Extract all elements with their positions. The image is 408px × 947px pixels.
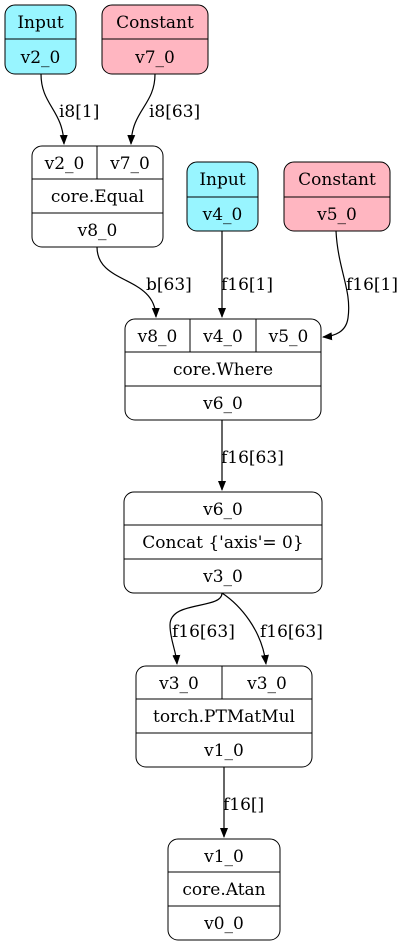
edge-label: i8[1] xyxy=(59,102,99,122)
edge-v7-to-equal xyxy=(127,73,156,145)
output-port-label: v0_0 xyxy=(203,914,244,934)
node-value: v2_0 xyxy=(20,48,61,68)
edge-label: f16[63] xyxy=(221,448,284,468)
output-port-label: v3_0 xyxy=(202,567,243,587)
op-node-where[interactable]: v8_0 v4_0 v5_0 core.Where v6_0 xyxy=(124,318,322,421)
op-node-matmul[interactable]: v3_0 v3_0 torch.PTMatMul v1_0 xyxy=(135,665,313,768)
input-port-label: v4_0 xyxy=(202,327,243,347)
input-port-label: v6_0 xyxy=(202,500,243,520)
op-node-where-box xyxy=(124,318,322,421)
edge-label: f16[] xyxy=(223,795,264,815)
output-port-label: v1_0 xyxy=(203,741,244,761)
edge-v2-to-equal xyxy=(40,73,68,145)
output-port-label: v6_0 xyxy=(202,394,243,414)
edge-concat-to-matmul-a xyxy=(169,592,223,665)
node-value: v5_0 xyxy=(316,205,357,225)
node-header: Constant xyxy=(116,13,194,33)
edge-v5-to-where xyxy=(322,230,350,341)
node-value: v7_0 xyxy=(134,48,175,68)
op-label: torch.PTMatMul xyxy=(153,707,295,727)
edge-label: f16[63] xyxy=(172,622,235,642)
output-port-label: v8_0 xyxy=(77,221,118,241)
input-port-label: v2_0 xyxy=(44,154,85,174)
input-port-label: v1_0 xyxy=(203,847,244,867)
node-value: v4_0 xyxy=(202,205,243,225)
constant-node-v5[interactable]: Constant v5_0 xyxy=(283,161,391,232)
edge-label: i8[63] xyxy=(149,102,200,122)
input-node-v4[interactable]: Input v4_0 xyxy=(186,161,259,232)
op-node-atan[interactable]: v1_0 core.Atan v0_0 xyxy=(167,838,281,941)
input-port-label: v3_0 xyxy=(246,674,287,694)
node-header: Input xyxy=(17,13,63,33)
edge-label: f16[1] xyxy=(221,275,273,295)
input-port-label: v8_0 xyxy=(137,327,178,347)
edge-label: b[63] xyxy=(146,275,192,295)
node-header: Constant xyxy=(298,170,376,190)
edge-equal-to-where xyxy=(96,246,160,318)
input-port-label: v3_0 xyxy=(158,674,199,694)
op-label: Concat {'axis'= 0} xyxy=(142,533,303,553)
op-label: core.Where xyxy=(173,360,273,380)
input-port-label: v7_0 xyxy=(109,154,150,174)
edge-label: f16[1] xyxy=(346,275,398,295)
op-label: core.Atan xyxy=(182,880,265,900)
op-node-atan-box xyxy=(167,838,281,941)
op-label: core.Equal xyxy=(51,187,144,207)
input-port-label: v5_0 xyxy=(268,327,309,347)
constant-node-v7[interactable]: Constant v7_0 xyxy=(101,4,209,75)
input-node-v2[interactable]: Input v2_0 xyxy=(4,4,77,75)
edge-concat-to-matmul-b xyxy=(221,592,269,665)
op-node-concat[interactable]: v6_0 Concat {'axis'= 0} v3_0 xyxy=(123,491,323,594)
edge-label: f16[63] xyxy=(260,622,323,642)
op-node-equal[interactable]: v2_0 v7_0 core.Equal v8_0 xyxy=(31,145,164,248)
node-header: Input xyxy=(199,170,245,190)
